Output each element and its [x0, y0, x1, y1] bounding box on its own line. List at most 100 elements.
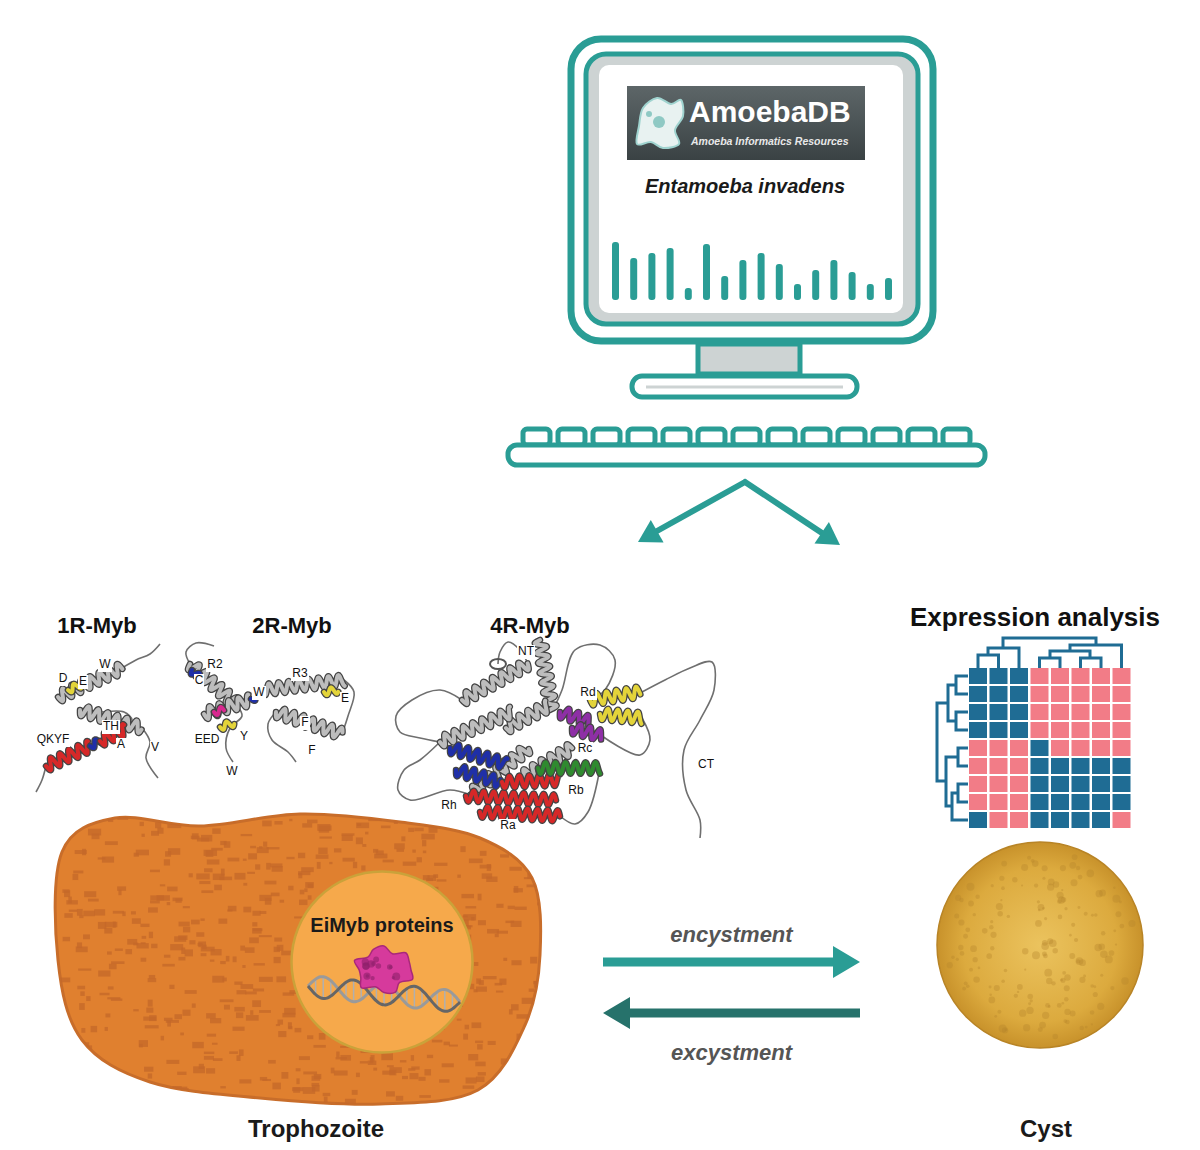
cyst-texture: [1048, 879, 1055, 886]
texture-patch: [488, 1041, 496, 1045]
cyst-texture: [1021, 884, 1023, 886]
protein-surface-spot: [363, 972, 370, 979]
helix-outline: [538, 762, 600, 774]
texture-patch: [478, 920, 486, 925]
protein-surface-spot: [392, 972, 400, 980]
cyst-texture: [973, 976, 979, 982]
residue-label: W: [252, 686, 265, 699]
helix-ribbon: [590, 687, 640, 706]
texture-patch: [543, 907, 549, 911]
texture-patch: [362, 844, 366, 847]
texture-patch: [460, 846, 465, 852]
texture-patch: [286, 857, 294, 859]
chart-bar: [667, 248, 674, 300]
cyst-texture: [1026, 1007, 1033, 1014]
texture-patch: [91, 1026, 98, 1032]
panel-title: 4R-Myb: [490, 614, 569, 638]
texture-patch: [151, 1087, 164, 1092]
texture-patch: [182, 1010, 190, 1016]
texture-patch: [59, 1018, 70, 1022]
texture-patch: [423, 875, 430, 880]
texture-patch: [500, 854, 509, 857]
texture-patch: [486, 877, 497, 882]
texture-patch: [343, 858, 355, 862]
texture-patch: [222, 978, 226, 982]
texture-patch: [245, 991, 257, 994]
texture-patch: [383, 860, 394, 863]
residue-label: QKYF: [36, 733, 71, 746]
cyst-texture: [1030, 999, 1033, 1002]
chart-bar: [776, 264, 783, 300]
texture-patch: [410, 1073, 419, 1079]
texture-patch: [534, 981, 545, 988]
cyst-texture: [1105, 955, 1113, 963]
texture-patch: [250, 846, 256, 849]
cyst-texture: [1032, 951, 1040, 959]
chart-bar: [630, 258, 637, 300]
heatmap-cell: [969, 758, 987, 774]
cyst-texture: [1014, 994, 1018, 998]
helix-ribbon: [276, 709, 343, 737]
texture-patch: [516, 1014, 529, 1019]
cyst-texture: [978, 967, 981, 970]
texture-patch: [522, 821, 535, 824]
texture-patch: [170, 944, 183, 950]
cyst-texture: [1099, 890, 1106, 897]
texture-patch: [207, 1034, 216, 1037]
residue-label: R3: [291, 667, 308, 680]
texture-patch: [239, 1049, 244, 1056]
heatmap-cell: [1031, 668, 1049, 684]
texture-patch: [161, 1036, 164, 1041]
trophozoite-cell: TrophozoiteEiMyb proteins: [55, 812, 545, 1112]
texture-patch: [316, 855, 329, 859]
texture-patch: [107, 997, 120, 999]
heatmap-cell: [1113, 740, 1131, 756]
cyst-texture: [1028, 1002, 1031, 1005]
texture-patch: [164, 1018, 173, 1021]
heatmap-cell: [1072, 668, 1090, 684]
helix-ribbon: [58, 664, 122, 701]
heatmap-cell: [1031, 722, 1049, 738]
texture-patch: [296, 1068, 301, 1071]
texture-patch: [102, 857, 114, 863]
helix-ribbon: [220, 722, 234, 730]
cell-body: [55, 814, 541, 1104]
cyst-texture: [1023, 1024, 1030, 1031]
texture-patch: [300, 890, 305, 895]
texture-patch: [164, 955, 171, 958]
texture-patch: [381, 826, 391, 829]
texture-patch: [541, 1001, 553, 1006]
texture-patch: [296, 1078, 299, 1084]
cyst-texture: [1042, 951, 1047, 956]
texture-patch: [139, 1044, 143, 1047]
heatmap-cell: [1113, 776, 1131, 792]
texture-patch: [530, 957, 537, 964]
texture-patch: [150, 870, 160, 873]
cyst-texture: [1035, 920, 1042, 927]
texture-patch: [478, 894, 482, 901]
texture-patch: [449, 1045, 458, 1047]
cyst-texture: [968, 901, 974, 907]
chart-bar: [812, 270, 819, 300]
texture-patch: [107, 951, 112, 954]
texture-patch: [59, 1111, 66, 1116]
texture-patch: [237, 990, 247, 994]
cyst-texture: [1042, 1012, 1049, 1019]
texture-patch: [240, 1103, 249, 1108]
texture-patch: [323, 1093, 331, 1096]
cyst-texture: [1094, 944, 1101, 951]
texture-patch: [113, 911, 124, 914]
residue-label: Rd: [579, 686, 596, 699]
cyst-texture: [1057, 1003, 1062, 1008]
texture-patch: [496, 904, 503, 908]
texture-patch: [243, 907, 251, 913]
texture-patch: [272, 1083, 281, 1090]
cyst-texture: [1042, 877, 1045, 880]
heatmap-cell: [1072, 758, 1090, 774]
texture-patch: [507, 842, 517, 846]
texture-patch: [524, 877, 533, 879]
cyst-texture: [1038, 909, 1041, 912]
texture-patch: [391, 813, 395, 817]
texture-patch: [239, 1079, 251, 1083]
heatmap-cell: [969, 812, 987, 828]
